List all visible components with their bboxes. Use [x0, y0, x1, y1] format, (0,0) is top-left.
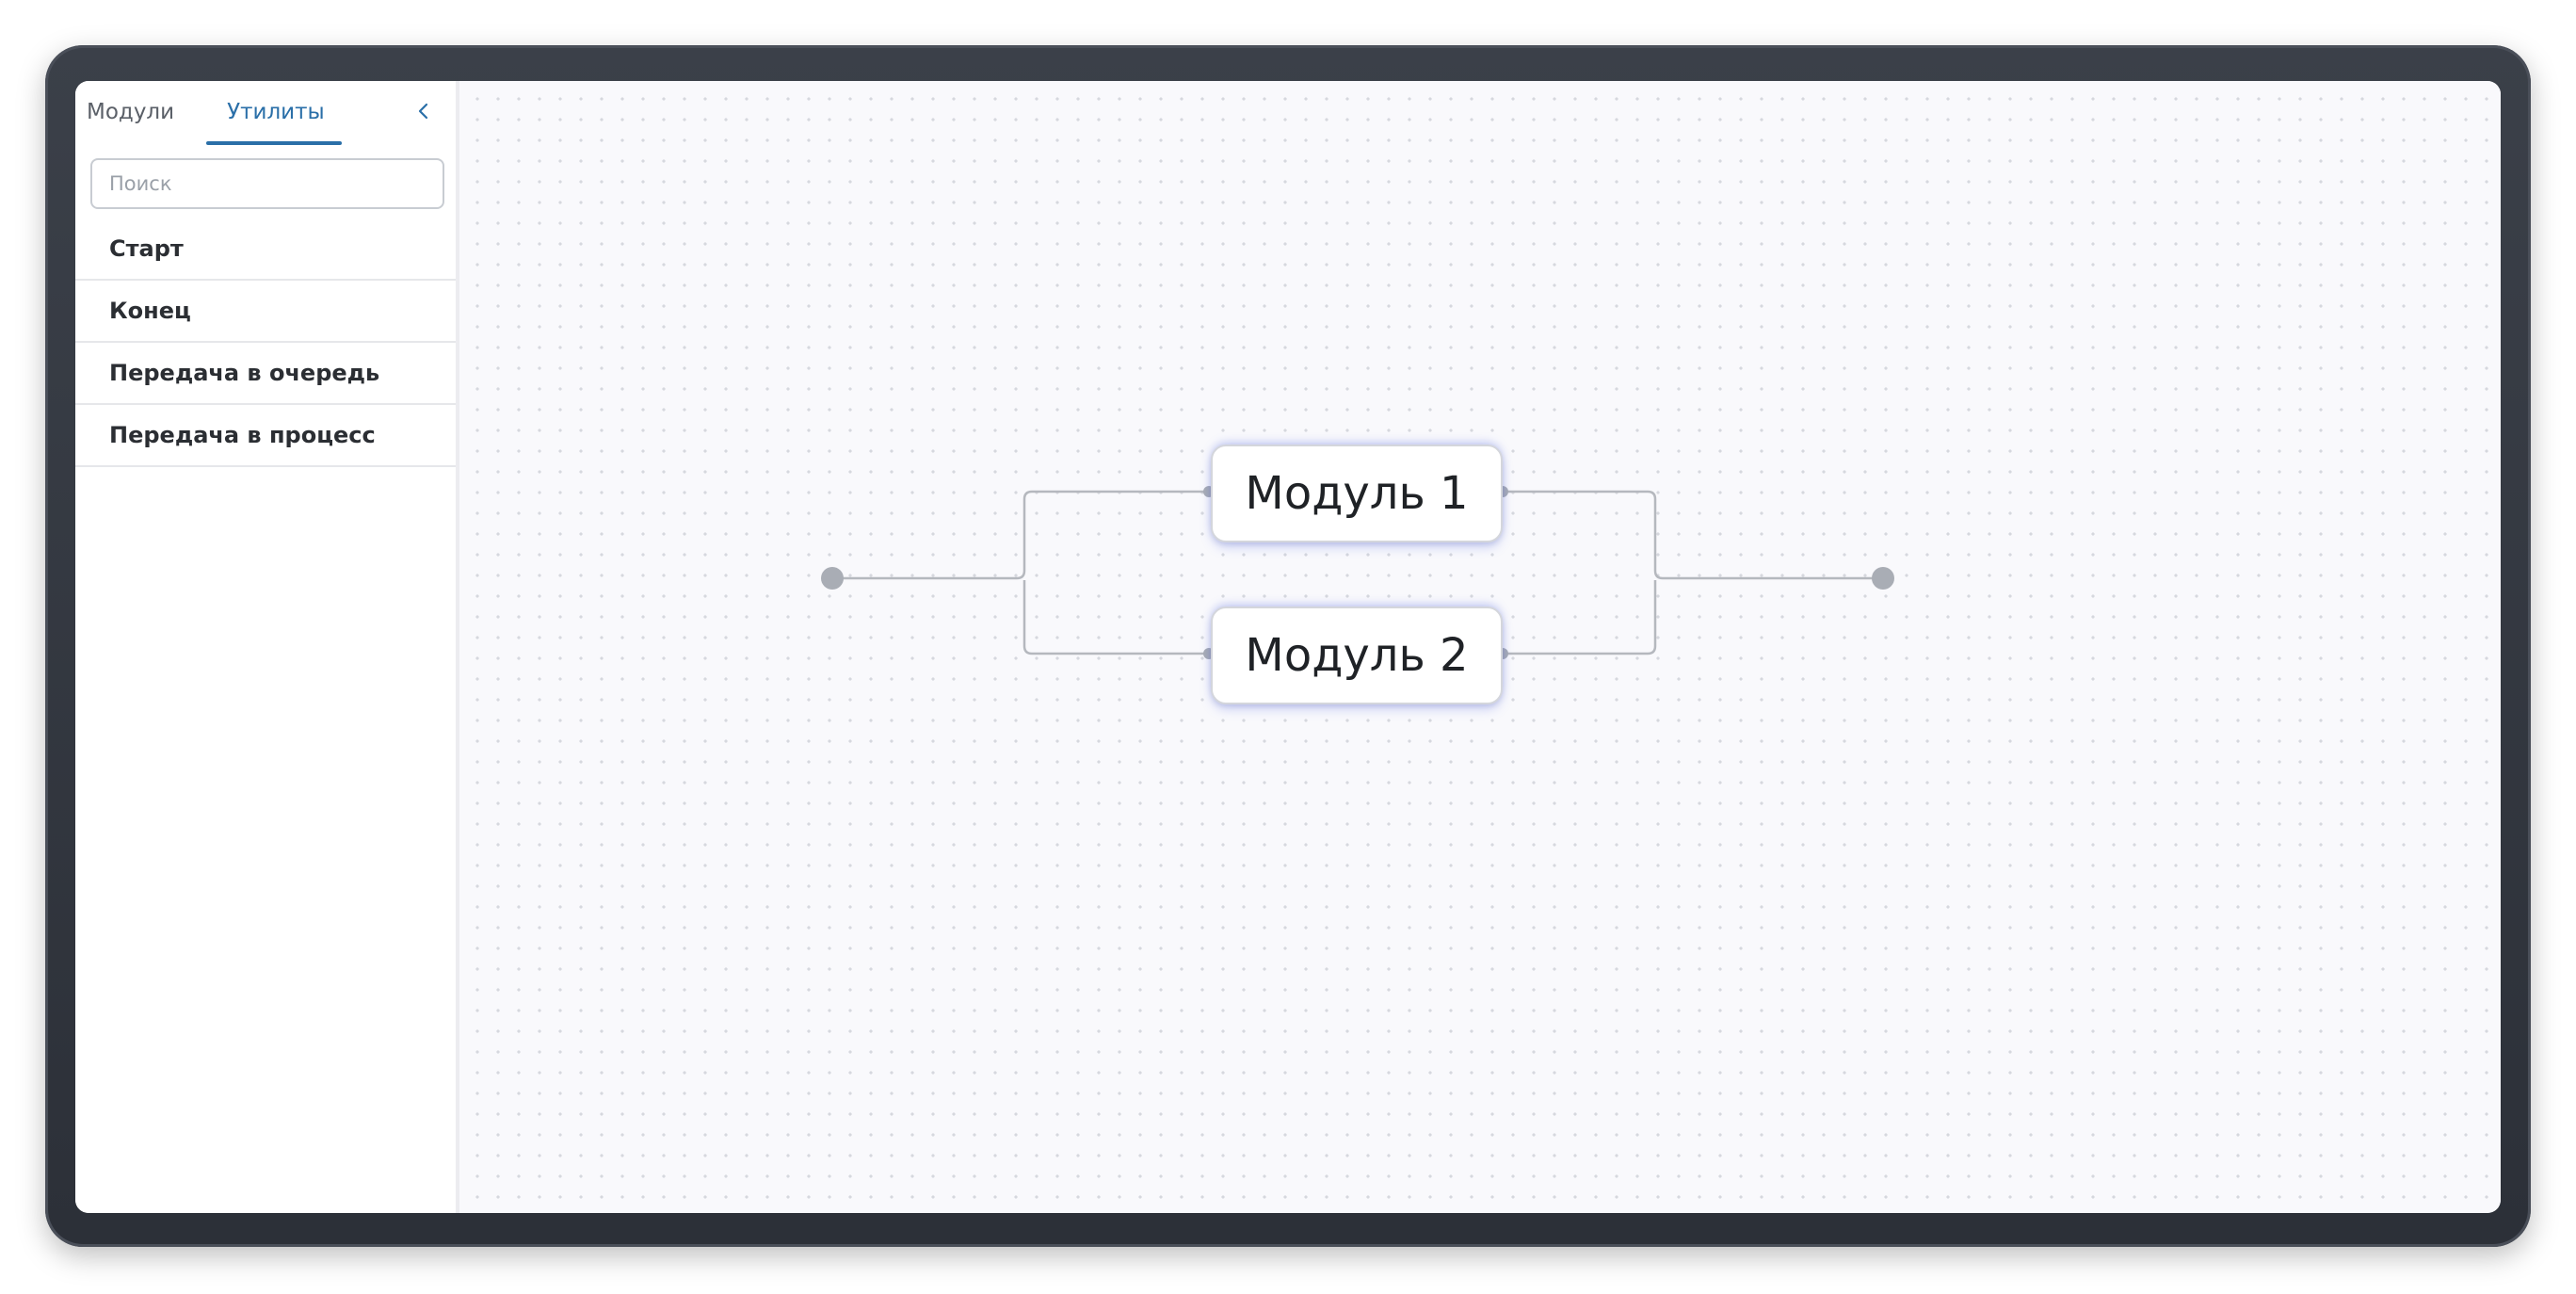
tab-utilities[interactable]: Утилиты	[206, 100, 342, 145]
search-input[interactable]	[90, 158, 444, 209]
collapse-sidebar-button[interactable]	[411, 98, 437, 124]
list-item-process-transfer[interactable]: Передача в процесс	[75, 405, 456, 467]
node-module-2[interactable]: Модуль 2	[1211, 607, 1503, 704]
chevron-left-icon	[418, 103, 428, 120]
sidebar-tabs: Модули Утилиты	[75, 81, 456, 145]
edge-start-to-module-2	[1022, 580, 1209, 655]
flow-canvas[interactable]: Модуль 1 Модуль 2	[459, 81, 2501, 1213]
list-item-queue-transfer[interactable]: Передача в очередь	[75, 343, 456, 405]
utility-list: Старт Конец Передача в очередь Передача …	[75, 218, 456, 467]
tab-modules[interactable]: Модули	[87, 100, 175, 124]
node-module-1[interactable]: Модуль 1	[1211, 445, 1503, 542]
edge-module-2-to-end	[1503, 580, 1657, 655]
list-item-end[interactable]: Конец	[75, 281, 456, 343]
app-window: Модули Утилиты Старт Конец Передача в оч…	[75, 81, 2501, 1213]
edge-start-to-module-1	[829, 490, 1209, 580]
sidebar: Модули Утилиты Старт Конец Передача в оч…	[75, 81, 459, 1213]
list-item-start[interactable]: Старт	[75, 218, 456, 281]
search-container	[75, 143, 456, 218]
edge-module-1-to-end	[1503, 490, 1876, 580]
end-endpoint[interactable]	[1872, 567, 1894, 590]
start-endpoint[interactable]	[821, 567, 844, 590]
